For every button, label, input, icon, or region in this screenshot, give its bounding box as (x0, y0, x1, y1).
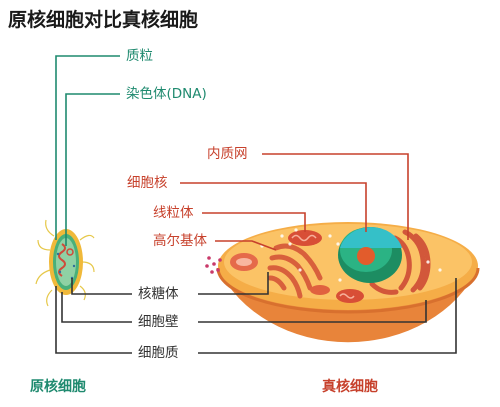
mitochondria (288, 230, 364, 303)
label-ribosome: 核糖体 (138, 286, 179, 302)
leader-ribosome-right (198, 272, 269, 295)
leader-ribosome-left (71, 278, 132, 295)
leader-plasmid (55, 55, 120, 240)
leader-mitochondria (202, 212, 306, 232)
label-cytoplasm: 细胞质 (138, 345, 179, 361)
golgi (267, 243, 323, 299)
label-er: 内质网 (207, 146, 248, 162)
nucleus (338, 226, 402, 283)
leader-chromosome (65, 93, 120, 246)
leader-nucleus (180, 182, 367, 232)
label-nucleus: 细胞核 (127, 175, 168, 191)
leader-wall-right (198, 300, 427, 323)
eukaryotic-cell (205, 222, 480, 343)
leader-wall-left (61, 292, 132, 323)
label-plasmid: 质粒 (126, 48, 153, 64)
er (369, 229, 431, 295)
label-mitochondria: 线粒体 (153, 205, 194, 221)
page-title: 原核细胞对比真核细胞 (8, 9, 199, 31)
caption-eukaryote: 真核细胞 (322, 379, 378, 395)
leader-cytoplasm-right (198, 278, 457, 354)
leader-golgi (215, 240, 277, 251)
prokaryotic-cell (35, 219, 95, 307)
caption-prokaryote: 原核细胞 (30, 379, 86, 395)
label-chromosome: 染色体(DNA) (126, 86, 207, 102)
label-cell-wall: 细胞壁 (138, 314, 179, 330)
leader-er (262, 153, 409, 240)
label-golgi: 高尔基体 (153, 233, 207, 249)
leader-cytoplasm-left (55, 286, 132, 354)
